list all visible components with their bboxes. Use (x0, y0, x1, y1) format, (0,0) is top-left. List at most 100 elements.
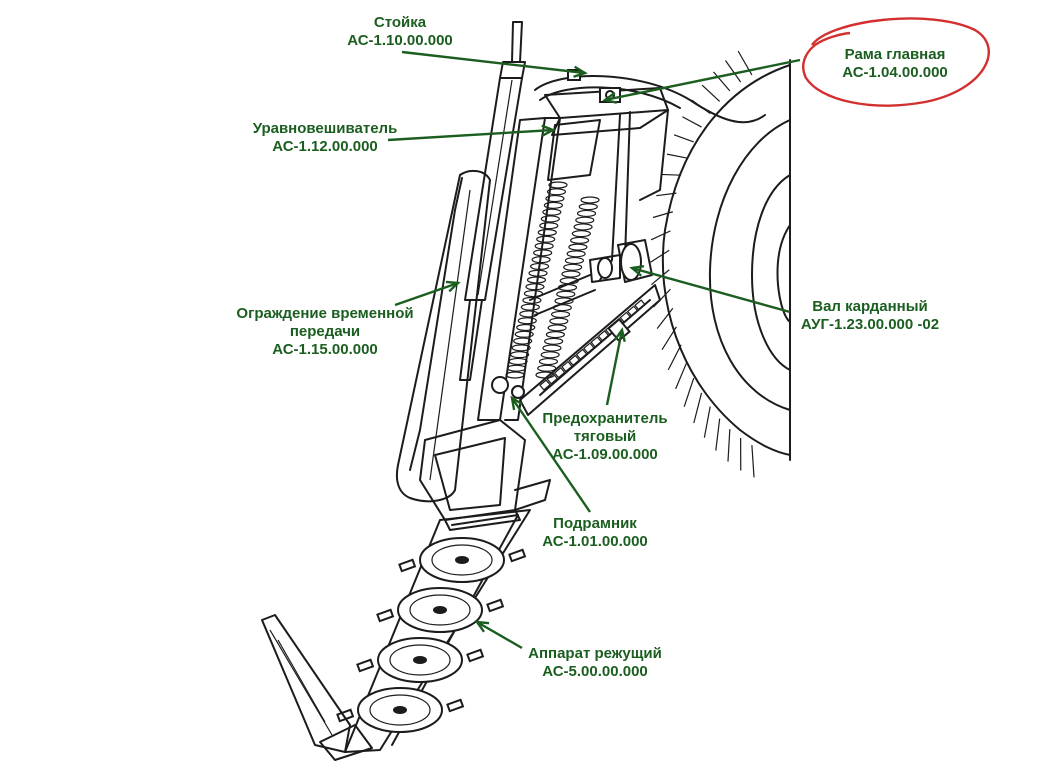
tire-tread-lug (693, 392, 703, 424)
leader-guard (394, 280, 461, 307)
tire-tread-lug (656, 307, 674, 330)
spring-coil (568, 243, 588, 251)
spring-coil (540, 215, 560, 223)
spring-coil (505, 371, 525, 379)
leader-cutting-bar (474, 620, 523, 650)
spring-coil (508, 357, 528, 366)
cutting-disc (356, 637, 485, 683)
tire-tread-lug (660, 173, 682, 176)
tire-tread-lug (701, 84, 721, 102)
leader-drive-shaft (629, 264, 791, 314)
chain-link (539, 379, 551, 391)
label-safety-link-name-line2: тяговый (573, 428, 637, 445)
spring-coil (544, 337, 564, 345)
tire-tread-lug (650, 249, 670, 263)
tire-tread-lug (682, 116, 702, 128)
cutting-disc (398, 537, 527, 583)
spring-coil (511, 344, 531, 352)
leader-lines (387, 50, 801, 650)
highlight-ellipse (802, 17, 990, 107)
stand-cylinder (459, 21, 526, 381)
chain-link (597, 330, 610, 342)
spring-coil (506, 364, 527, 372)
chain-link (619, 311, 632, 324)
label-subframe: Подрамник АС-1.01.00.000 (525, 515, 665, 551)
spring-coil (576, 209, 597, 218)
label-subframe-name: Подрамник (553, 515, 637, 532)
spring-coil (575, 216, 595, 224)
main-frame (534, 69, 766, 201)
chain-link (568, 354, 581, 367)
tire-tread-lug (667, 344, 682, 371)
tire-tread-lug (650, 269, 670, 286)
cutting-disc (336, 687, 465, 733)
spring-coil (566, 250, 586, 258)
chain-link (553, 366, 566, 379)
spring-coil (523, 289, 544, 298)
tire-tread-lug (675, 361, 688, 390)
spring-coil (517, 317, 537, 325)
traction-safety-link (519, 284, 661, 416)
chain-link (575, 348, 588, 360)
spring-coil (534, 242, 554, 250)
spring-coil (514, 330, 534, 338)
tire-tread-lug (715, 418, 721, 451)
spring-coil (550, 310, 571, 319)
label-guard-code: АС-1.15.00.000 (272, 341, 378, 358)
label-balancer: Уравновешиватель АС-1.12.00.000 (240, 120, 410, 156)
spring-coil (548, 181, 568, 189)
label-cutting-bar-code: АС-5.00.00.000 (542, 663, 648, 680)
label-main-frame-code: АС-1.04.00.000 (842, 64, 948, 81)
spring-coil (526, 276, 547, 284)
spring-coil (578, 203, 598, 211)
label-cutting-bar: Аппарат режущий АС-5.00.00.000 (515, 645, 675, 681)
cutting-bar (261, 509, 531, 761)
spring-coil (570, 236, 590, 244)
spring-coil (529, 262, 550, 271)
leader-main-frame (602, 58, 801, 104)
cutting-disc (376, 587, 505, 633)
balancer-springs (477, 111, 631, 421)
leader-safety-link (605, 327, 626, 406)
spring-coil (545, 331, 565, 339)
spring-coil (520, 303, 540, 311)
tire-tread-lug (661, 326, 677, 351)
label-balancer-name: Уравновешиватель (252, 120, 398, 137)
label-balancer-code: АС-1.12.00.000 (272, 138, 378, 155)
spring-coil (528, 269, 548, 277)
spring-coil (542, 208, 562, 216)
label-cutting-bar-name: Аппарат режущий (528, 645, 662, 662)
label-drive-shaft-name: Вал карданный (812, 298, 928, 315)
spring-coil (561, 270, 581, 278)
label-main-frame-name: Рама главная (844, 46, 946, 63)
label-guard-name-line2: передачи (289, 323, 361, 340)
spring-coil (537, 364, 557, 372)
tire-tread-lug (713, 71, 731, 92)
label-stand-name: Стойка (373, 14, 427, 31)
tire-tread-lug (652, 211, 674, 219)
leader-stand (401, 50, 588, 78)
spring-coil (543, 201, 563, 209)
label-main-frame: Рама главная АС-1.04.00.000 (815, 46, 975, 82)
chain-link (626, 305, 639, 317)
spring-coil (542, 344, 562, 352)
label-subframe-code: АС-1.01.00.000 (542, 533, 648, 550)
tire-tread-lug (673, 134, 694, 143)
spring-coil (533, 249, 553, 257)
spring-coil (539, 222, 559, 230)
spring-coil (580, 196, 600, 204)
leader-balancer (387, 124, 556, 142)
spring-coil (549, 317, 569, 325)
label-stand-code: АС-1.10.00.000 (347, 32, 453, 49)
spring-coil (540, 351, 560, 359)
tire-tread-lug (656, 192, 677, 197)
spring-coil (522, 296, 542, 304)
tire-tread-lug (724, 60, 742, 83)
spring-coil (573, 223, 593, 231)
divider-board (261, 614, 351, 753)
tire-tread-lug (683, 377, 695, 407)
chain-link (634, 299, 646, 311)
tire-tread-lug (666, 153, 688, 159)
label-guard-name-line1: Ограждение временной (236, 305, 414, 322)
